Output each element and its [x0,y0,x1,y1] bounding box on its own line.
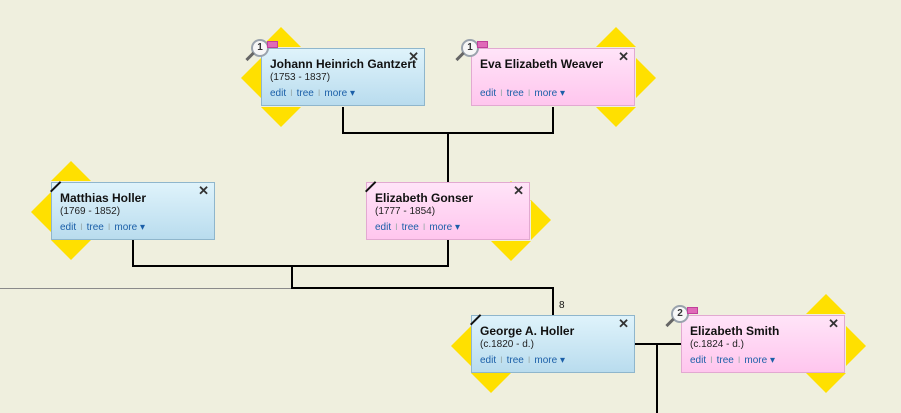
expand-up-arrow[interactable] [596,27,636,47]
magnifier-handle [245,51,255,62]
tree-link[interactable]: tree [506,355,524,366]
close-icon[interactable]: ✕ [198,183,209,198]
person-name[interactable]: Johann Heinrich Gantzert [270,57,417,71]
expand-down-arrow[interactable] [261,107,301,127]
connector-line [447,132,449,182]
expand-left-arrow[interactable] [451,326,471,366]
expand-left-arrow[interactable] [241,58,261,98]
close-icon[interactable]: ✕ [618,316,629,331]
edit-link[interactable]: edit [480,88,497,99]
more-link[interactable]: more ▾ [429,222,460,233]
person-name[interactable]: Elizabeth Gonser [375,191,474,205]
hint-count: 1 [251,39,269,57]
person-name[interactable]: Elizabeth Smith [690,324,780,338]
connector-line [132,240,134,266]
connector-line [656,343,658,413]
separator: I [737,355,741,365]
person-card-johann[interactable]: Johann Heinrich Gantzert (1753 - 1837) e… [261,48,425,106]
generation-line [0,288,292,289]
person-dates: (1777 - 1854) [375,206,436,217]
expand-down-arrow[interactable] [596,107,636,127]
tree-link[interactable]: tree [401,222,419,233]
expand-left-arrow[interactable] [31,192,51,232]
edit-link[interactable]: edit [480,355,497,366]
connector-line [342,107,344,133]
expand-down-arrow[interactable] [471,373,511,393]
connector-line [552,287,554,315]
separator: I [527,355,531,365]
connector-line [552,107,554,133]
connector-line [635,343,681,345]
separator: I [80,222,83,232]
separator: I [710,355,713,365]
close-icon[interactable]: ✕ [828,316,839,331]
more-link[interactable]: more ▾ [744,355,775,366]
close-icon[interactable]: ✕ [513,183,524,198]
magnifier-icon[interactable]: 2 [663,305,698,331]
person-dates: (1769 - 1852) [60,206,121,217]
edit-link[interactable]: edit [270,88,287,99]
close-icon[interactable]: ✕ [408,49,419,64]
magnifier-handle [665,317,675,328]
person-dates: (1753 - 1837) [270,72,331,83]
expand-down-arrow[interactable] [491,241,531,261]
separator: I [500,88,503,98]
magnifier-handle [455,51,465,62]
children-count: 8 [559,300,565,311]
more-link[interactable]: more ▾ [324,88,355,99]
tree-link[interactable]: tree [296,88,314,99]
magnifier-icon[interactable]: 1 [453,39,488,65]
more-link[interactable]: more ▾ [534,355,565,366]
more-link[interactable]: more ▾ [114,222,145,233]
expand-down-arrow[interactable] [806,373,846,393]
tag-icon [477,41,488,48]
connector-line [132,265,449,267]
connector-line [291,287,554,289]
edit-link[interactable]: edit [690,355,707,366]
edit-link[interactable]: edit [60,222,77,233]
tree-link[interactable]: tree [716,355,734,366]
separator: I [527,88,531,98]
hint-count: 1 [461,39,479,57]
person-dates: (c.1824 - d.) [690,339,744,350]
separator: I [422,222,426,232]
person-name[interactable]: Eva Elizabeth Weaver [480,57,604,71]
expand-up-arrow[interactable] [806,294,846,314]
separator: I [395,222,398,232]
tag-icon [267,41,278,48]
person-name[interactable]: George A. Holler [480,324,575,338]
more-link[interactable]: more ▾ [534,88,565,99]
magnifier-icon[interactable]: 1 [243,39,278,65]
hint-count: 2 [671,305,689,323]
expand-right-arrow[interactable] [846,326,866,366]
separator: I [317,88,321,98]
tree-link[interactable]: tree [506,88,524,99]
tree-link[interactable]: tree [86,222,104,233]
expand-down-arrow[interactable] [51,240,91,260]
tag-icon [687,307,698,314]
expand-right-arrow[interactable] [636,58,656,98]
separator: I [500,355,503,365]
separator: I [107,222,111,232]
connector-line [447,240,449,266]
expand-up-arrow[interactable] [51,161,91,181]
connector-line [291,265,293,289]
separator: I [290,88,293,98]
person-dates: (c.1820 - d.) [480,339,534,350]
person-name[interactable]: Matthias Holler [60,191,147,205]
edit-link[interactable]: edit [375,222,392,233]
expand-right-arrow[interactable] [531,200,551,240]
close-icon[interactable]: ✕ [618,49,629,64]
